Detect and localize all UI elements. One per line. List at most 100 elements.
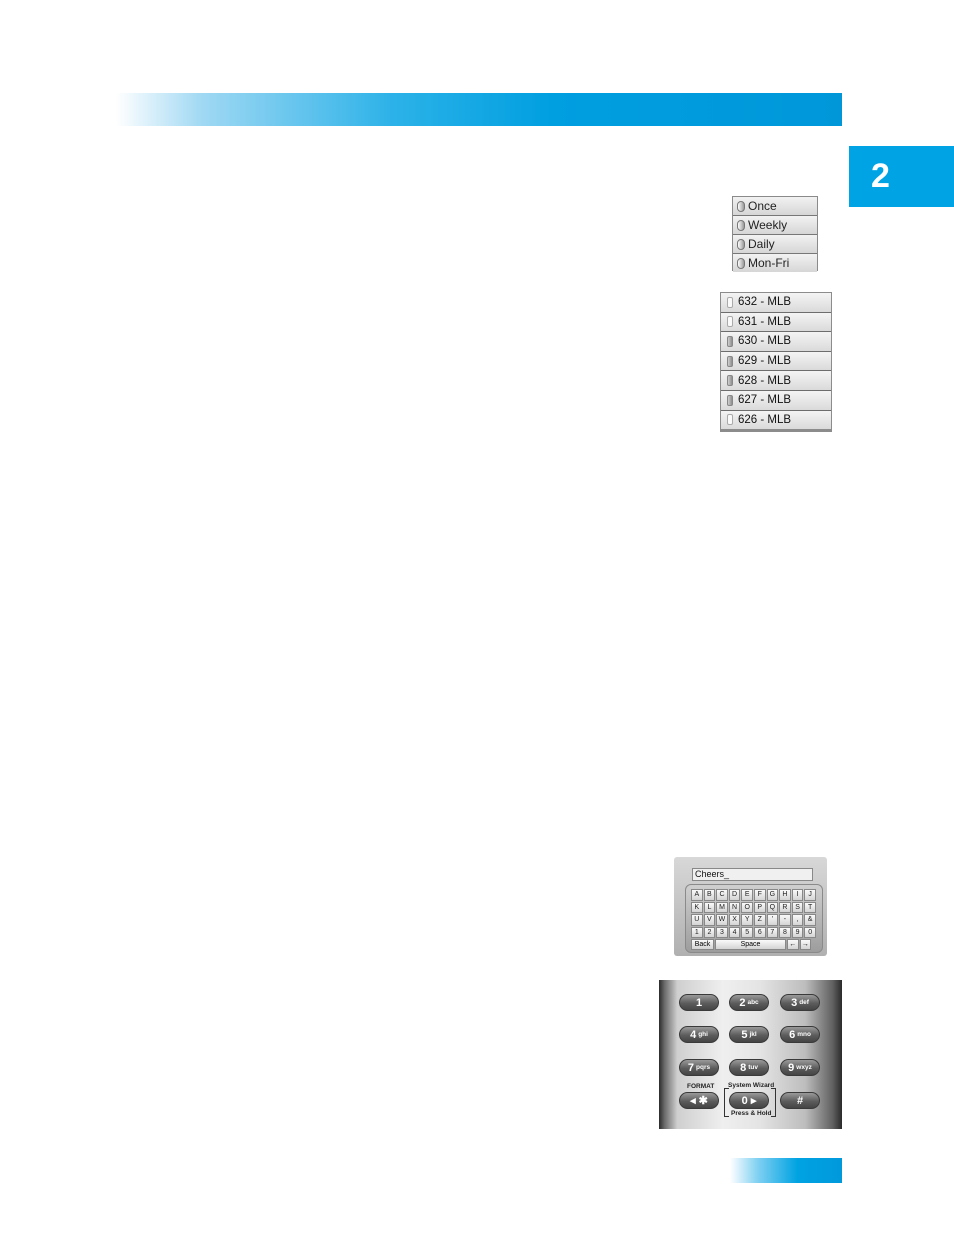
- keyboard-key[interactable]: G: [766, 889, 779, 901]
- keyboard-key[interactable]: M: [716, 901, 728, 913]
- keyboard-key[interactable]: 8: [779, 926, 791, 938]
- remote-keypad: FORMAT ◂ ✱ System Wizard 0 ▸ Press & Hol…: [659, 980, 842, 1129]
- button-letters: ghi: [698, 1031, 708, 1038]
- keyboard-key[interactable]: B: [703, 889, 716, 901]
- keyboard-key[interactable]: O: [741, 901, 753, 913]
- keyboard-key[interactable]: F: [753, 889, 766, 901]
- keyboard-bottom-row: Back Space ← →: [691, 939, 812, 950]
- frequency-option[interactable]: Weekly: [733, 216, 817, 235]
- button-digit: 1: [695, 996, 703, 1009]
- keyboard-key[interactable]: 2: [703, 926, 716, 938]
- unchecked-indicator-icon: [727, 316, 733, 328]
- channel-label: 629 - MLB: [738, 355, 792, 368]
- frequency-option[interactable]: Mon-Fri: [733, 254, 817, 272]
- keyboard-key[interactable]: T: [804, 901, 816, 913]
- channel-list-item[interactable]: 627 - MLB: [721, 390, 831, 411]
- keyboard-text-input[interactable]: Cheers_: [692, 868, 813, 881]
- radio-button-icon: [737, 200, 745, 212]
- channel-label: 628 - MLB: [738, 374, 792, 387]
- keyboard-key[interactable]: X: [728, 914, 741, 926]
- keyboard-key[interactable]: N: [728, 901, 741, 913]
- back-key[interactable]: Back: [691, 939, 714, 950]
- keyboard-key[interactable]: A: [691, 889, 703, 901]
- radio-button-icon: [737, 238, 745, 250]
- keyboard-key[interactable]: 9: [791, 926, 804, 938]
- keyboard-key[interactable]: P: [753, 901, 766, 913]
- keyboard-key[interactable]: 7: [766, 926, 779, 938]
- keyboard-key[interactable]: -: [779, 914, 791, 926]
- channel-list-item[interactable]: 626 - MLB: [721, 410, 831, 430]
- keyboard-key[interactable]: U: [691, 914, 703, 926]
- frequency-option-label: Daily: [748, 237, 775, 251]
- keyboard-key[interactable]: &: [804, 914, 816, 926]
- channel-list-item[interactable]: 629 - MLB: [721, 351, 831, 372]
- button-digit: 7: [687, 1061, 695, 1074]
- channel-list-item[interactable]: 631 - MLB: [721, 312, 831, 333]
- keyboard-key[interactable]: Y: [741, 914, 753, 926]
- keyboard-key[interactable]: 4: [728, 926, 741, 938]
- button-letters: abc: [747, 999, 759, 1006]
- keyboard-key[interactable]: 0: [804, 926, 816, 938]
- right-arrow-key[interactable]: →: [799, 939, 812, 950]
- channel-list-item[interactable]: 630 - MLB: [721, 332, 831, 352]
- keyboard-key[interactable]: ': [766, 914, 779, 926]
- keyboard-key[interactable]: S: [791, 901, 804, 913]
- keyboard-key[interactable]: D: [728, 889, 741, 901]
- zero-bracket-left: [724, 1088, 729, 1117]
- zero-button[interactable]: 0 ▸: [729, 1092, 769, 1109]
- hash-button[interactable]: #: [780, 1092, 820, 1109]
- system-wizard-label: System Wizard: [728, 1082, 775, 1089]
- frequency-option-label: Mon-Fri: [748, 256, 790, 270]
- channel-list-item[interactable]: 628 - MLB: [721, 371, 831, 391]
- frequency-option[interactable]: Once: [733, 197, 817, 216]
- keyboard-key[interactable]: 6: [753, 926, 766, 938]
- button-letters: def: [799, 999, 809, 1006]
- left-arrow-key[interactable]: ←: [787, 939, 799, 950]
- radio-button-icon: [737, 219, 745, 231]
- keyboard-key[interactable]: Q: [766, 901, 779, 913]
- keyboard-key[interactable]: K: [691, 901, 703, 913]
- header-gradient-bar: [116, 93, 842, 126]
- frequency-option-label: Once: [748, 199, 777, 213]
- keyboard-key[interactable]: J: [804, 889, 816, 901]
- keyboard-key[interactable]: H: [779, 889, 791, 901]
- space-key[interactable]: Space: [715, 939, 786, 950]
- number-button-1[interactable]: 1: [679, 994, 719, 1011]
- press-hold-label: Press & Hold: [731, 1110, 772, 1117]
- keyboard-key[interactable]: 1: [691, 926, 703, 938]
- button-letters: mno: [797, 1031, 811, 1038]
- keyboard-key[interactable]: W: [716, 914, 728, 926]
- frequency-option-label: Weekly: [748, 218, 788, 232]
- keyboard-key[interactable]: E: [741, 889, 753, 901]
- radio-button-icon: [737, 257, 745, 269]
- frequency-option[interactable]: Daily: [733, 235, 817, 254]
- keyboard-key[interactable]: R: [779, 901, 791, 913]
- keyboard-key[interactable]: I: [791, 889, 804, 901]
- checked-indicator-icon: [727, 335, 733, 347]
- keyboard-key[interactable]: C: [716, 889, 728, 901]
- channel-list-item[interactable]: 632 - MLB: [721, 293, 831, 313]
- chapter-tab: 2: [849, 146, 954, 207]
- keyboard-key[interactable]: Z: [753, 914, 766, 926]
- keyboard-key[interactable]: V: [703, 914, 716, 926]
- keyboard-key[interactable]: 5: [741, 926, 753, 938]
- keyboard-key[interactable]: L: [703, 901, 716, 913]
- checked-indicator-icon: [727, 375, 733, 387]
- star-format-button[interactable]: ◂ ✱: [679, 1092, 719, 1109]
- unchecked-indicator-icon: [727, 296, 733, 308]
- channel-label: 632 - MLB: [738, 296, 792, 309]
- keyboard-key[interactable]: ,: [791, 914, 804, 926]
- button-digit: 4: [690, 1028, 697, 1041]
- keyboard-key[interactable]: 3: [716, 926, 728, 938]
